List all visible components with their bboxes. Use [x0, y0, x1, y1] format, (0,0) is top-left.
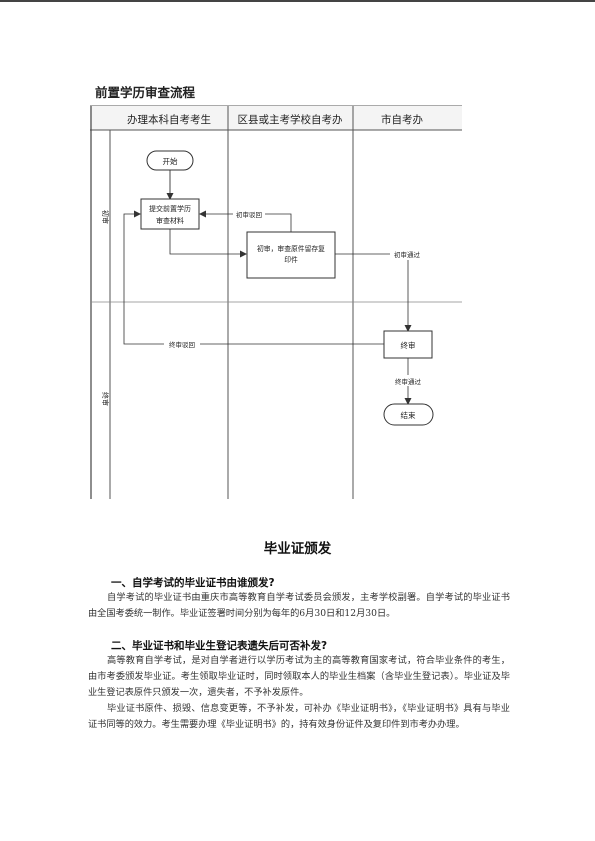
section-2-paragraph-1: 高等教育自学考试，是对自学者进行以学历考试为主的高等教育国家考试，符合毕业条件的…	[88, 655, 510, 698]
initial-review-node	[246, 231, 336, 279]
submit-node-label-line2: 审查材料	[156, 216, 184, 225]
final-pass-label: 终审通过	[395, 377, 422, 386]
flowchart-title: 前置学历审查流程	[95, 85, 196, 100]
arrow-initial-reject	[199, 210, 292, 232]
review-node-label-line1: 初审，审查原件留存复	[257, 244, 325, 253]
end-node-label: 结束	[401, 410, 416, 420]
final-reject-label: 终审驳回	[169, 340, 195, 349]
initial-reject-label-bg	[233, 208, 265, 219]
arrow-final-reject	[123, 210, 384, 345]
flowchart-canvas: 前置学历审查流程 办理本科自考考生 区县或主考学校自考办 市自考办 初审 终审 …	[90, 77, 462, 499]
lane-header-district: 区县或主考学校自考办	[238, 113, 343, 126]
final-node-label: 终审	[401, 340, 416, 350]
phase-label-final: 终审	[101, 392, 110, 406]
top-border-rule	[0, 0, 595, 2]
flowchart: 前置学历审查流程 办理本科自考考生 区县或主考学校自考办 市自考办 初审 终审 …	[90, 77, 462, 499]
section-1-heading: 一、自学考试的毕业证书由谁颁发?	[111, 577, 275, 589]
review-node-label-line2: 印件	[284, 255, 298, 264]
submit-node-label-line1: 提交前置学历	[149, 204, 191, 213]
arrow-submit-to-review	[169, 229, 247, 258]
start-node-label: 开始	[163, 156, 178, 166]
arrow-initial-pass	[335, 253, 412, 332]
final-pass-label-bg	[389, 375, 427, 386]
initial-reject-label: 初审驳回	[236, 210, 262, 219]
phase-label-initial: 初审	[101, 210, 110, 224]
initial-pass-label-bg	[390, 249, 424, 260]
section-2-heading: 二、毕业证书和毕业生登记表遗失后可否补发?	[111, 640, 328, 652]
lane-header-band	[90, 106, 462, 130]
final-review-node	[383, 330, 433, 359]
section-2-paragraph-2: 毕业证书原件、损毁、信息变更等，不予补发，可补办《毕业证明书》，《毕业证明书》具…	[88, 703, 510, 730]
initial-pass-label: 初审通过	[394, 250, 421, 259]
final-reject-label-bg	[164, 338, 200, 349]
end-node	[383, 403, 434, 426]
lane-header-city: 市自考办	[381, 113, 423, 126]
document-title: 毕业证颁发	[263, 541, 332, 557]
flowchart-title-bar	[90, 77, 462, 106]
submit-materials-node	[140, 198, 200, 230]
section-1-paragraph-1: 自学考试的毕业证书由重庆市高等教育自学考试委员会颁发，主考学校副署。自学考试的毕…	[88, 592, 510, 619]
lane-header-applicant: 办理本科自考考生	[127, 113, 211, 126]
